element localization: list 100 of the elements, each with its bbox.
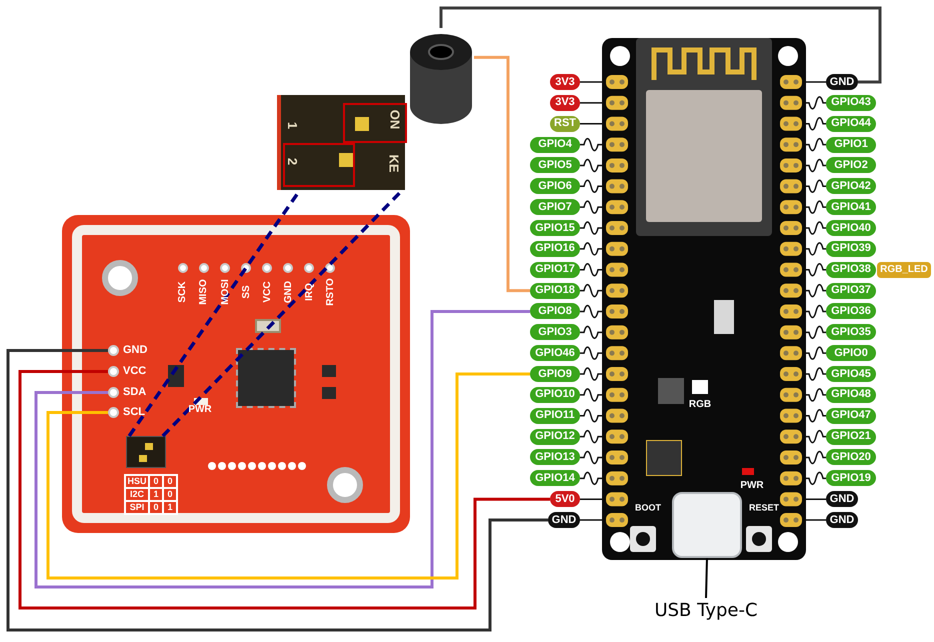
pin-tag: GPIO20 [826, 449, 876, 466]
table-cell: 1 [163, 501, 177, 514]
pin-trace [580, 138, 602, 152]
table-cell: I2C [125, 488, 149, 501]
switch-label: 1 [286, 122, 300, 130]
pin-tag: GPIO17 [530, 262, 580, 278]
wire [34, 310, 530, 588]
pin-tag: GPIO38 [826, 262, 876, 278]
pin-trace [580, 519, 602, 521]
pin-trace [806, 472, 826, 485]
pin-trace [580, 180, 602, 193]
pin-tag: GND [826, 491, 858, 508]
pin-tag: GPIO47 [826, 408, 876, 424]
pin-tag: GPIO48 [826, 386, 876, 403]
pin-tag: GPIO42 [826, 178, 876, 194]
pin-tag: GPIO8 [530, 303, 580, 320]
pin-trace [580, 346, 602, 360]
pin-trace [806, 367, 826, 381]
pin-tag: GPIO6 [530, 178, 580, 194]
table-cell: 1 [149, 488, 163, 501]
pin-trace [580, 200, 602, 214]
pin-trace [580, 263, 602, 276]
silkscreen-label: BOOT [635, 504, 661, 512]
pin-label: SDA [123, 387, 146, 398]
pin-trace [806, 304, 826, 318]
pin-trace [806, 158, 826, 172]
pin-tag: GPIO41 [826, 199, 876, 216]
pin-trace [580, 158, 602, 172]
pin-tag: GPIO46 [530, 345, 580, 362]
pin-tag: GPIO21 [826, 428, 876, 445]
pin-tag: GPIO44 [826, 116, 876, 132]
switch-label: ON [388, 110, 402, 130]
switch-label: KE [388, 154, 401, 173]
pin-tag: GPIO39 [826, 240, 876, 257]
pin-tag: GPIO3 [530, 324, 580, 340]
pin-trace [580, 304, 602, 318]
pin-trace [806, 430, 826, 444]
pin-tag: RST [550, 116, 580, 132]
pin-tag: GND [826, 512, 858, 528]
pin-trace [580, 221, 602, 235]
pin-trace [580, 409, 602, 422]
pin-trace [806, 180, 826, 193]
table-cell: 0 [163, 488, 177, 501]
table-cell: 0 [149, 475, 163, 488]
pin-tag: GPIO36 [826, 303, 876, 320]
pin-trace [580, 472, 602, 485]
pin-tag: GPIO15 [530, 220, 580, 236]
table-cell: 0 [149, 501, 163, 514]
pin-tag: GPIO11 [530, 408, 580, 424]
pin-tag: 3V3 [550, 74, 580, 90]
pin-tag: GPIO40 [826, 220, 876, 236]
pin-tag: GPIO9 [530, 366, 580, 382]
pin-trace [806, 263, 826, 276]
table-cell: HSU [125, 475, 149, 488]
pin-tag: GPIO1 [826, 136, 876, 153]
pin-tag: GND [826, 74, 858, 90]
silkscreen-label: GND [284, 280, 294, 304]
pin-tag: GPIO19 [826, 470, 876, 486]
pin-trace [580, 326, 602, 339]
table-cell: SPI [125, 501, 149, 514]
pin-tag: GPIO0 [826, 345, 876, 362]
wire [46, 372, 530, 580]
pin-trace [806, 388, 826, 402]
switch-label: 2 [286, 158, 300, 166]
pin-trace [806, 96, 826, 110]
silkscreen-label: SCK [178, 281, 188, 303]
wire [440, 6, 882, 84]
pin-trace [580, 498, 602, 500]
pin-trace [806, 409, 826, 422]
pin-trace [580, 242, 602, 256]
led-tag: RGB_LED [877, 262, 931, 278]
leader-line [705, 558, 708, 598]
pin-tag: GPIO2 [826, 157, 876, 174]
pin-trace [580, 450, 602, 464]
silkscreen-label: MOSI [221, 279, 231, 305]
pin-tag: GPIO5 [530, 157, 580, 174]
dip-switch [126, 436, 166, 468]
pin-tag: GPIO43 [826, 94, 876, 111]
pin-tag: GPIO7 [530, 199, 580, 216]
wire [18, 370, 550, 610]
silkscreen-label: VCC [263, 281, 273, 303]
silkscreen-label: PWR [740, 481, 764, 491]
pin-trace [580, 102, 602, 104]
pin-tag: GPIO4 [530, 136, 580, 153]
usb-c-port [672, 492, 742, 558]
silkscreen-label: PWR [188, 405, 212, 415]
pin-trace [580, 81, 602, 83]
pin-trace [806, 221, 826, 235]
pin-trace [580, 367, 602, 381]
pin-label: SCL [123, 407, 145, 418]
pin-label: GND [123, 345, 148, 356]
pin-tag: GPIO45 [826, 366, 876, 382]
caption-label: USB Type-C [636, 598, 776, 624]
pin-trace [806, 519, 826, 521]
pin-tag: GPIO35 [826, 324, 876, 340]
pin-tag: 3V3 [550, 94, 580, 111]
pin-trace [806, 138, 826, 152]
pin-tag: GPIO37 [826, 282, 876, 299]
pin-tag: GPIO12 [530, 428, 580, 445]
pin-trace [806, 284, 826, 298]
